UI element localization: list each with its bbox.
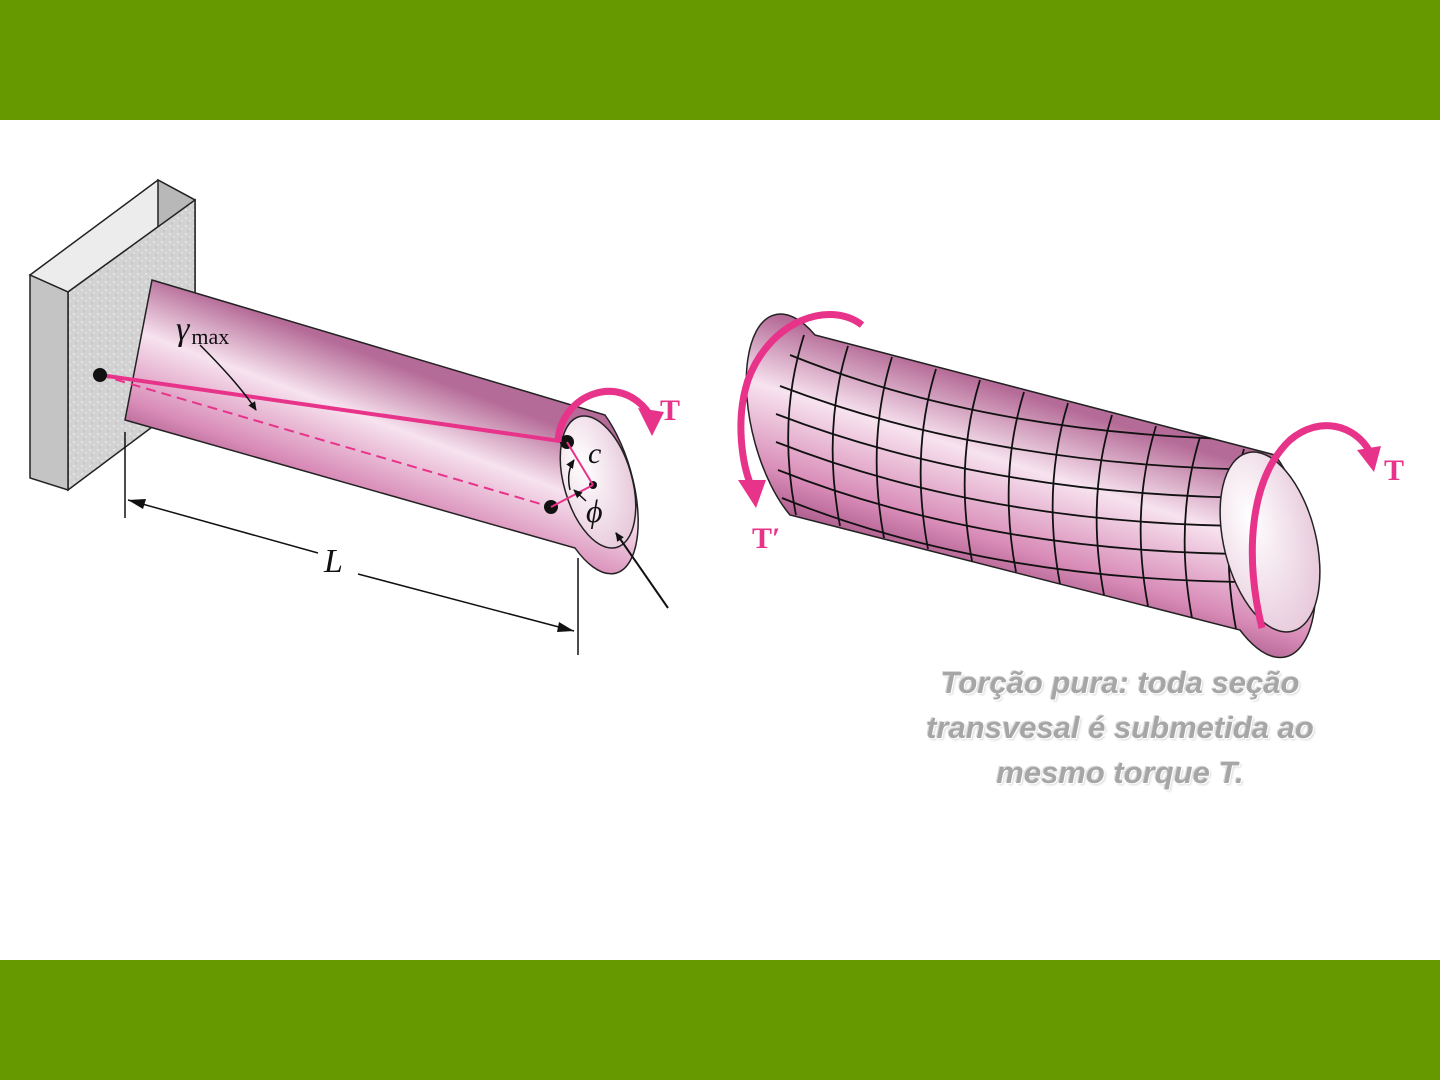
caption-line-3: mesmo torque T. [840, 750, 1400, 795]
caption: Torção pura: toda seção transvesal é sub… [840, 660, 1400, 795]
caption-line-1: Torção pura: toda seção [840, 660, 1400, 705]
torque-label-left-fig: T [660, 394, 680, 427]
radius-label: c [588, 437, 601, 470]
caption-line-2: transvesal é submetida ao [840, 705, 1400, 750]
torque-label-t-prime: T′ [752, 522, 780, 555]
cross-section-pointer [616, 533, 668, 608]
shaft-right [746, 314, 1337, 657]
fixed-point [93, 368, 107, 382]
torque-label-right-fig: T [1384, 454, 1404, 487]
length-label: L [323, 543, 343, 580]
phi-label: ϕ [586, 493, 603, 529]
